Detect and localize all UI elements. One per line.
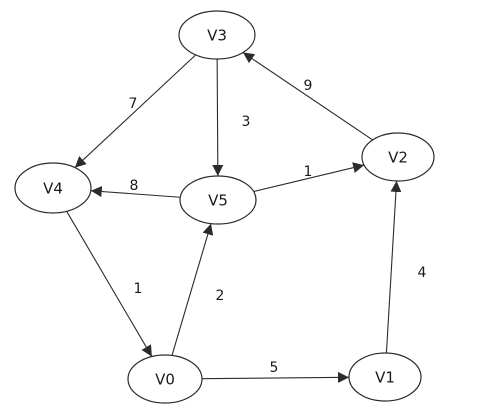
node-v2: V2	[361, 132, 435, 182]
edge-v1-to-v2: 4	[385, 180, 427, 354]
node-v3: V3	[178, 10, 256, 60]
node-ellipse	[127, 354, 203, 404]
edge-arrow	[74, 54, 197, 168]
node-label: V4	[43, 180, 63, 198]
node-label: V5	[208, 192, 228, 210]
edge-v4-to-v0: 1	[66, 211, 153, 357]
node-v0: V0	[127, 354, 203, 404]
node-label: V2	[388, 149, 408, 167]
node-v5: V5	[179, 175, 257, 225]
edge-v5-to-v2: 1	[253, 162, 365, 193]
node-ellipse	[361, 132, 435, 182]
edge-v3-to-v4: 7	[74, 54, 197, 168]
edge-arrow	[171, 223, 214, 356]
edge-v5-to-v4: 8	[90, 178, 181, 198]
edge-weight-label: 9	[304, 78, 313, 94]
node-label: V3	[207, 27, 227, 45]
node-ellipse	[14, 162, 92, 214]
edges-layer: 7 3 9 1 8 1 2 4 5	[66, 52, 427, 383]
edge-arrow	[242, 52, 373, 141]
edge-arrow	[385, 180, 402, 354]
node-ellipse	[348, 352, 422, 402]
edge-v0-to-v5: 2	[171, 223, 225, 356]
edge-weight-label: 1	[304, 164, 313, 180]
node-label: V1	[375, 369, 395, 387]
edge-weight-label: 7	[129, 96, 138, 112]
edge-weight-label: 8	[130, 178, 139, 194]
node-ellipse	[179, 175, 257, 225]
edge-weight-label: 4	[418, 265, 427, 281]
edge-weight-label: 3	[242, 114, 251, 130]
edge-arrow	[66, 211, 153, 357]
edge-weight-label: 2	[216, 288, 225, 304]
edge-v2-to-v3: 9	[242, 52, 373, 141]
edge-arrow	[253, 162, 365, 193]
edge-arrow	[201, 371, 350, 383]
edge-v3-to-v5: 3	[212, 58, 251, 177]
edge-arrow	[212, 58, 224, 177]
edge-v0-to-v1: 5	[201, 360, 350, 383]
edge-weight-label: 5	[270, 360, 279, 376]
node-v4: V4	[14, 162, 92, 214]
edge-arrow	[90, 186, 181, 198]
edge-weight-label: 1	[134, 281, 143, 297]
node-label: V0	[155, 371, 175, 389]
node-ellipse	[178, 10, 256, 60]
node-v1: V1	[348, 352, 422, 402]
